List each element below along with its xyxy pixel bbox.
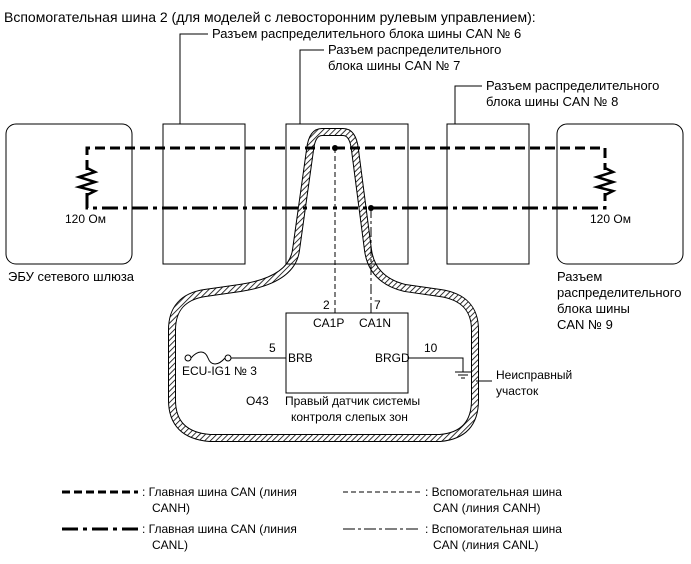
- left-resistor: [74, 166, 100, 197]
- jc6-label: Разъем распределительного блока шины CAN…: [212, 26, 521, 41]
- main-canh-line: [85, 146, 607, 170]
- jc7-label-line1: Разъем распределительного: [328, 42, 501, 57]
- pin-brgd-number: 10: [424, 341, 438, 355]
- left-resistor-value: 120 Ом: [65, 212, 106, 226]
- pin-brb-number: 5: [269, 341, 276, 355]
- fault-label-line2: участок: [496, 384, 539, 398]
- jc9-label-line3: блока шины: [557, 301, 630, 316]
- fuse-right-terminal: [224, 354, 232, 362]
- legend-sub-canh-line1: : Вспомогательная шина: [425, 485, 562, 499]
- pin-ca1p-label: CA1P: [313, 316, 344, 330]
- jc9-label-line2: распределительного: [557, 285, 681, 300]
- jc8-label-line2: блока шины CAN № 8: [486, 94, 618, 109]
- legend-main-canh-line1: : Главная шина CAN (линия: [142, 485, 297, 499]
- legend-sub-canh-line2: CAN (линия CANH): [433, 501, 541, 515]
- jc7-label-line2: блока шины CAN № 7: [328, 58, 460, 73]
- sensor-name-line2: контроля слепых зон: [291, 410, 408, 424]
- fuse-icon: [190, 351, 226, 365]
- pin-brgd-label: BRGD: [375, 351, 410, 365]
- right-resistor: [592, 166, 618, 197]
- fault-label-line1: Неисправный: [496, 368, 572, 382]
- main-canl-line: [85, 193, 607, 210]
- gateway-ecu-box: [5, 123, 133, 265]
- legend-main-canh-line2: CANH): [152, 501, 190, 515]
- pin-ca1p-number: 2: [323, 298, 330, 312]
- legend-sub-canl-line1: : Вспомогательная шина: [425, 522, 562, 536]
- jc9-label-line4: CAN № 9: [557, 317, 613, 332]
- jc9-label-line1: Разъем: [557, 269, 602, 284]
- junction-connector-9-box: [556, 123, 684, 265]
- junction-connector-8-box: [446, 123, 530, 265]
- legend-main-canl-line1: : Главная шина CAN (линия: [142, 522, 297, 536]
- pin-ca1n-label: CA1N: [359, 316, 391, 330]
- jc6-leader: [179, 33, 208, 124]
- legend-main-canl-line2: CANL): [152, 538, 188, 552]
- sensor-name-line1: Правый датчик системы: [285, 394, 420, 408]
- junction-connector-7-box: [285, 123, 409, 265]
- right-resistor-value: 120 Ом: [590, 212, 631, 226]
- fuse-left-terminal: [184, 354, 192, 362]
- jc7-leader: [299, 49, 324, 124]
- pin-brb-label: BRB: [288, 351, 313, 365]
- diagram-title: Вспомогательная шина 2 (для моделей с ле…: [4, 9, 536, 25]
- fuse-label: ECU-IG1 № 3: [182, 364, 257, 378]
- legend-sub-canl-line2: CAN (линия CANL): [433, 538, 539, 552]
- gateway-ecu-label: ЭБУ сетевого шлюза: [8, 269, 135, 284]
- blind-spot-sensor-box: [285, 312, 409, 394]
- junction-connector-6-box: [162, 123, 246, 265]
- jc8-label-line1: Разъем распределительного: [486, 78, 659, 93]
- jc8-leader: [454, 85, 482, 124]
- brgd-wire: [408, 357, 464, 372]
- sensor-code: O43: [246, 394, 269, 408]
- pin-ca1n-number: 7: [374, 298, 381, 312]
